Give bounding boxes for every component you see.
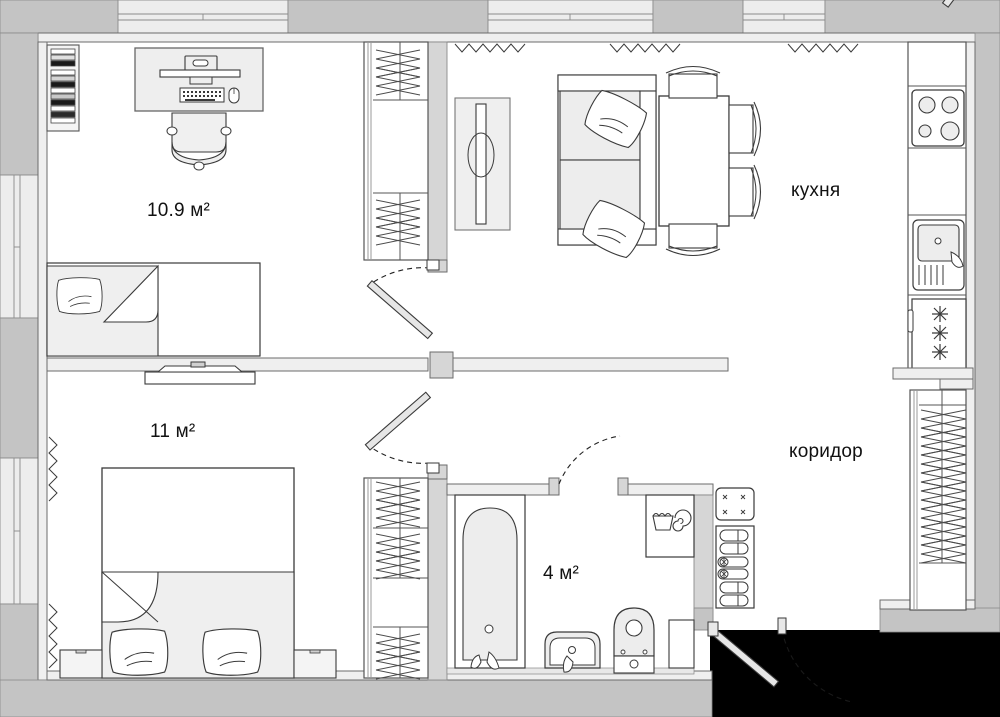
- wall-bathroom: [446, 477, 714, 675]
- tv-panel-kitchen: [454, 97, 511, 231]
- kitchen-sink: [912, 219, 965, 291]
- door-bedroom[interactable]: [364, 391, 440, 474]
- keyboard: [179, 87, 225, 103]
- room-label-kitchen-text: кухня: [791, 180, 841, 201]
- bed-pillow: [109, 628, 169, 676]
- wall-tv: [144, 361, 256, 385]
- shoe-rack: [715, 525, 755, 609]
- nightstand: [293, 649, 337, 679]
- window-left-1: [0, 174, 39, 319]
- window-top-2: [487, 0, 654, 34]
- nightstand: [59, 649, 103, 679]
- storage-box: [715, 487, 755, 521]
- wardrobe-corridor: [909, 389, 967, 611]
- window-top-1: [117, 0, 289, 34]
- wall-left-exterior: [0, 32, 48, 717]
- door-entrance[interactable]: [707, 617, 853, 703]
- washing-machine: [645, 494, 695, 558]
- room-label-kitchen: кухня: [791, 180, 840, 202]
- curtain-decor-left: [48, 436, 58, 669]
- dining-chair: [728, 164, 762, 220]
- curtain-decor: [454, 43, 859, 53]
- room-label-bedroom: 11 м²: [150, 421, 195, 443]
- room-label-bathroom-text: 4 м²: [543, 563, 580, 584]
- single-bed: [46, 262, 261, 357]
- sofa: [557, 74, 657, 263]
- wardrobe-bedroom: [363, 477, 429, 680]
- exterior-landing: [710, 630, 1000, 717]
- room-label-bathroom: 4 м²: [543, 563, 579, 585]
- window-top-3: [742, 0, 826, 34]
- dining-chair: [665, 65, 721, 99]
- room-label-bedroom-text: 11 м²: [150, 421, 196, 442]
- wardrobe-office: [363, 41, 429, 261]
- wall-partition-vertical-upper: [427, 41, 448, 273]
- room-label-corridor: коридор: [789, 441, 863, 463]
- bathroom-shelf: [668, 619, 695, 669]
- washbasin: [544, 631, 601, 673]
- toilet: [613, 607, 655, 674]
- dining-table: [658, 95, 730, 227]
- mouse: [228, 87, 240, 104]
- door-pillar: [429, 351, 454, 379]
- room-label-office: 10.9 м²: [147, 200, 210, 222]
- door-office[interactable]: [366, 259, 440, 340]
- wall-top-exterior: [0, 0, 1000, 43]
- bed-pillow: [202, 628, 262, 676]
- door-bathroom[interactable]: [558, 0, 998, 485]
- monitor: [159, 55, 241, 85]
- office-chair: [166, 112, 232, 171]
- room-label-corridor-text: коридор: [789, 441, 863, 462]
- dining-chair: [665, 223, 721, 257]
- bathtub: [454, 494, 526, 670]
- double-bed: [101, 467, 295, 679]
- wall-right-exterior: [965, 32, 1000, 631]
- wall-partition-vertical-lower: [427, 464, 448, 681]
- dining-chair: [728, 101, 762, 157]
- stove: [911, 89, 965, 147]
- refrigerator: [907, 298, 967, 371]
- countertop-extension: [892, 367, 974, 390]
- window-left-2: [0, 457, 39, 605]
- radiator: [46, 44, 80, 132]
- room-label-office-text: 10.9 м²: [147, 200, 211, 221]
- wall-partition-horizontal: [46, 351, 729, 379]
